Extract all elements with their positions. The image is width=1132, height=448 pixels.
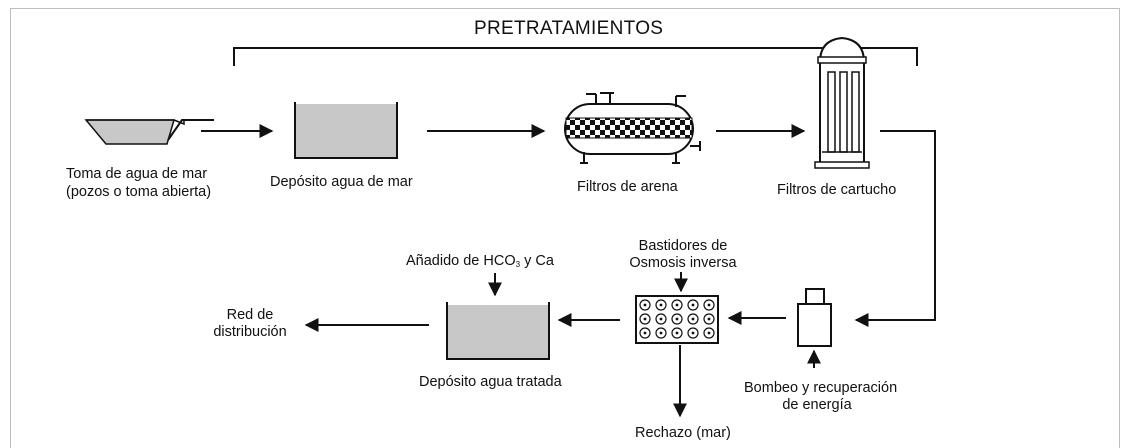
membrane-module-core (707, 331, 711, 335)
membrane-module-core (691, 303, 695, 307)
reject-label: Rechazo (mar) (635, 425, 731, 441)
membrane-module-core (675, 317, 679, 321)
membrane-module-core (659, 331, 663, 335)
pump-label-line2: de energía (782, 397, 852, 413)
chemical-addition-prefix: Añadido de HCO (406, 253, 516, 269)
diagram-frame (10, 8, 1120, 448)
pretratamientos-title: PRETRATAMIENTOS (474, 18, 664, 39)
membrane-module-core (707, 303, 711, 307)
cartridge-filter-label: Filtros de cartucho (777, 182, 897, 198)
ro-racks-icon (635, 295, 719, 344)
sand-filter-icon (564, 92, 701, 164)
chemical-addition-subscript: 3 (515, 260, 521, 269)
membrane-module-core (643, 317, 647, 321)
cartridge-filter-icon (814, 36, 870, 169)
membrane-module-core (659, 317, 663, 321)
chemical-addition-label: Añadido de HCO3 y Ca (406, 253, 554, 273)
seawater-tank-label: Depósito agua de mar (270, 174, 413, 190)
intake-label-line1: Toma de agua de mar (66, 166, 208, 182)
intake-label-line2: (pozos o toma abierta) (66, 184, 212, 200)
pretratamientos-bracket (233, 47, 918, 66)
distribution-label-line1: Red de (226, 307, 274, 323)
membrane-module-core (691, 317, 695, 321)
membrane-module-core (707, 317, 711, 321)
membrane-module-core (643, 303, 647, 307)
membrane-module-core (675, 331, 679, 335)
treated-tank-label: Depósito agua tratada (419, 374, 562, 390)
pump-icon (797, 288, 832, 347)
sand-filter-label: Filtros de arena (577, 179, 678, 195)
distribution-label-line2: distribución (213, 324, 287, 340)
seawater-tank-icon (294, 102, 398, 159)
treated-tank-icon (446, 302, 550, 360)
chemical-addition-suffix: y Ca (520, 253, 554, 269)
membrane-module-core (659, 303, 663, 307)
intake-icon (84, 119, 214, 145)
membrane-module-core (675, 303, 679, 307)
membrane-module-core (691, 331, 695, 335)
flow-line-cartridge-pump (854, 130, 936, 327)
pump-label-line1: Bombeo y recuperación (744, 380, 898, 396)
ro-label-line1: Bastidores de (638, 238, 728, 254)
ro-label-line2: Osmosis inversa (629, 255, 737, 271)
membrane-module-core (643, 331, 647, 335)
